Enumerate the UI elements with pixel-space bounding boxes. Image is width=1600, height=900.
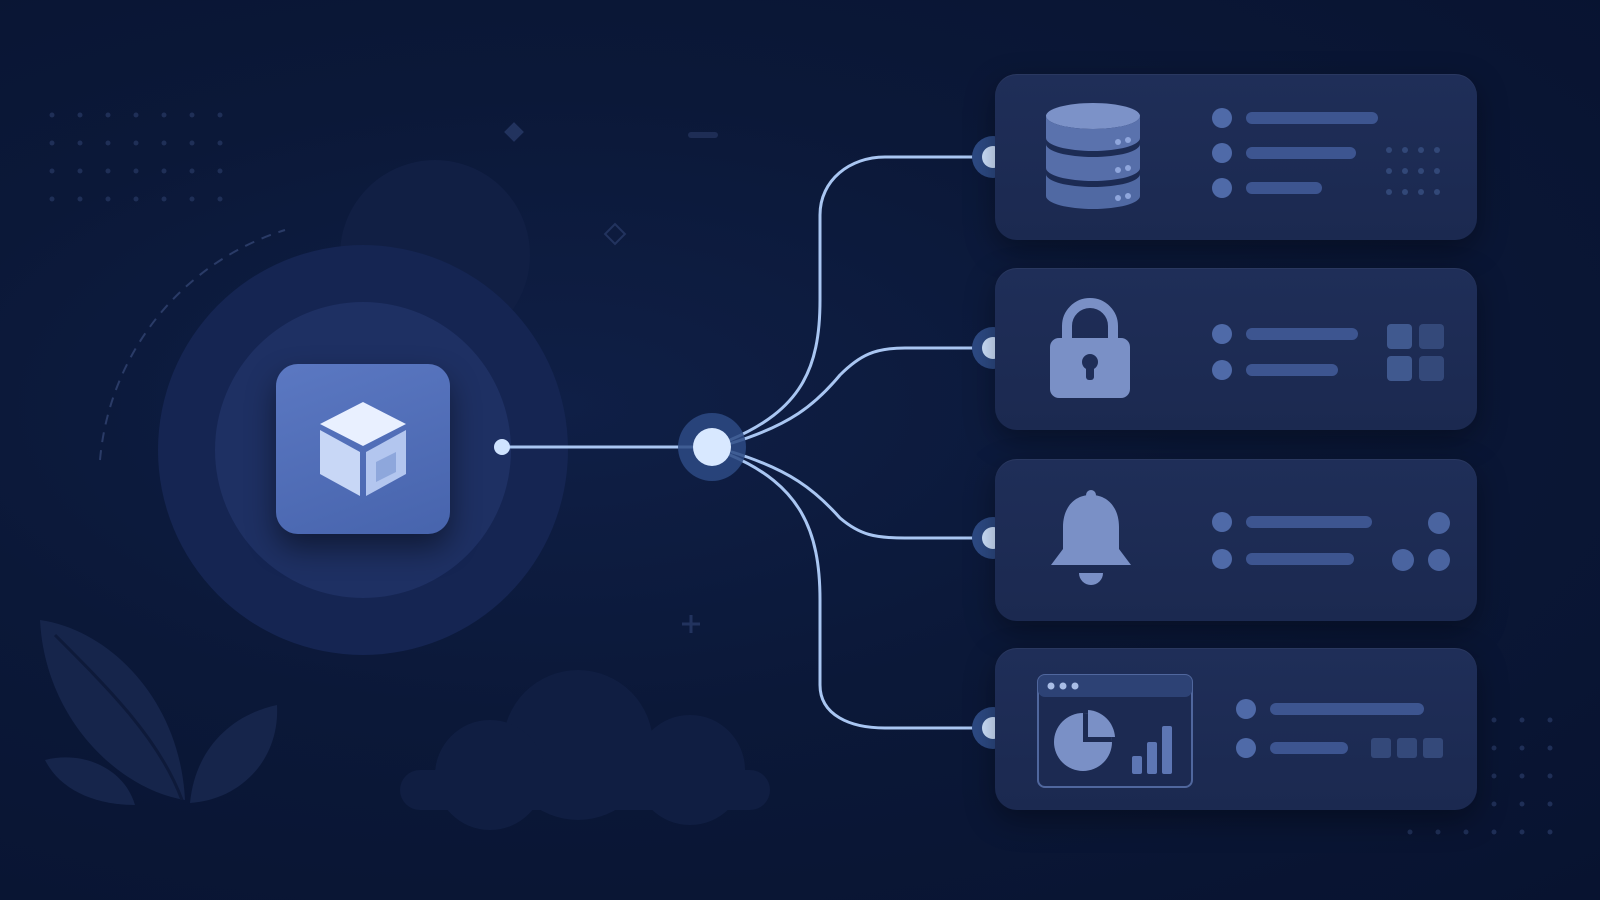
- background-dot: [1463, 829, 1469, 835]
- background-dot: [1491, 829, 1497, 835]
- background-dot: [1491, 773, 1497, 779]
- background-dot: [105, 140, 111, 146]
- dot-cluster-icon: [1386, 147, 1440, 195]
- background-dot: [189, 168, 195, 174]
- decor-cloud: [400, 670, 770, 830]
- background-dot: [105, 168, 111, 174]
- background-dot: [1491, 745, 1497, 751]
- background-dot: [1519, 745, 1525, 751]
- background-dot: [133, 112, 139, 118]
- background-dot: [217, 168, 223, 174]
- background-dot: [49, 112, 55, 118]
- grid-tiles-icon: [1387, 324, 1444, 381]
- background-dot: [77, 168, 83, 174]
- background-dot: [77, 196, 83, 202]
- dashed-orbit-arc: [99, 229, 286, 461]
- junction-node: [693, 428, 731, 466]
- background-dot: [49, 140, 55, 146]
- cube-icon: [320, 402, 406, 496]
- decor-plant-vein: [53, 633, 184, 801]
- hub-output-port: [494, 439, 510, 455]
- branch-connectors: [728, 155, 995, 730]
- background-dot-grid-top-left: [49, 112, 223, 202]
- service-card-analytics: [995, 648, 1477, 810]
- service-card-security: [995, 268, 1477, 430]
- background-dot: [1519, 829, 1525, 835]
- background-dot: [1435, 829, 1441, 835]
- toggle-dots-icon: [1392, 512, 1450, 571]
- background-dot: [161, 112, 167, 118]
- background-dot: [189, 196, 195, 202]
- background-dot: [217, 196, 223, 202]
- background-dot: [1547, 773, 1553, 779]
- background-dot: [1547, 801, 1553, 807]
- database-icon: [1046, 103, 1140, 209]
- connector-to-database: [728, 155, 995, 442]
- connector-to-bell: [730, 450, 995, 540]
- dashboard-chart-icon: [1037, 674, 1193, 788]
- background-dot: [133, 196, 139, 202]
- background-dot: [1547, 745, 1553, 751]
- background-dot: [161, 140, 167, 146]
- background-dot: [133, 140, 139, 146]
- background-dot: [77, 112, 83, 118]
- background-dot: [217, 140, 223, 146]
- background-dot: [105, 196, 111, 202]
- background-dot: [1491, 717, 1497, 723]
- decor-plus: [682, 615, 700, 633]
- connector-to-dashboard: [728, 453, 995, 730]
- background-dot: [217, 112, 223, 118]
- background-dot: [189, 112, 195, 118]
- bell-icon: [1051, 490, 1131, 585]
- decor-plant: [40, 620, 278, 805]
- service-card-database: [995, 74, 1477, 240]
- background-dot: [189, 140, 195, 146]
- background-dot: [133, 168, 139, 174]
- decor-diamond-outline: [603, 222, 627, 246]
- background-dot: [1547, 829, 1553, 835]
- background-dot: [1519, 773, 1525, 779]
- background-dot: [161, 168, 167, 174]
- background-dot: [77, 140, 83, 146]
- mini-tiles-icon: [1371, 738, 1443, 758]
- decor-diamond-filled: [504, 122, 524, 142]
- background-dot: [49, 168, 55, 174]
- background-dot: [105, 112, 111, 118]
- hub-node: [276, 364, 450, 534]
- background-dot: [1519, 801, 1525, 807]
- background-dot: [1407, 829, 1413, 835]
- background-dot: [1491, 801, 1497, 807]
- background-dot: [1519, 717, 1525, 723]
- background-dot: [1547, 717, 1553, 723]
- background-dot: [161, 196, 167, 202]
- service-card-notifications: [995, 459, 1477, 621]
- connector-to-lock: [730, 346, 995, 445]
- lock-icon: [1050, 298, 1130, 398]
- background-dot: [49, 196, 55, 202]
- decor-dash: [688, 132, 718, 138]
